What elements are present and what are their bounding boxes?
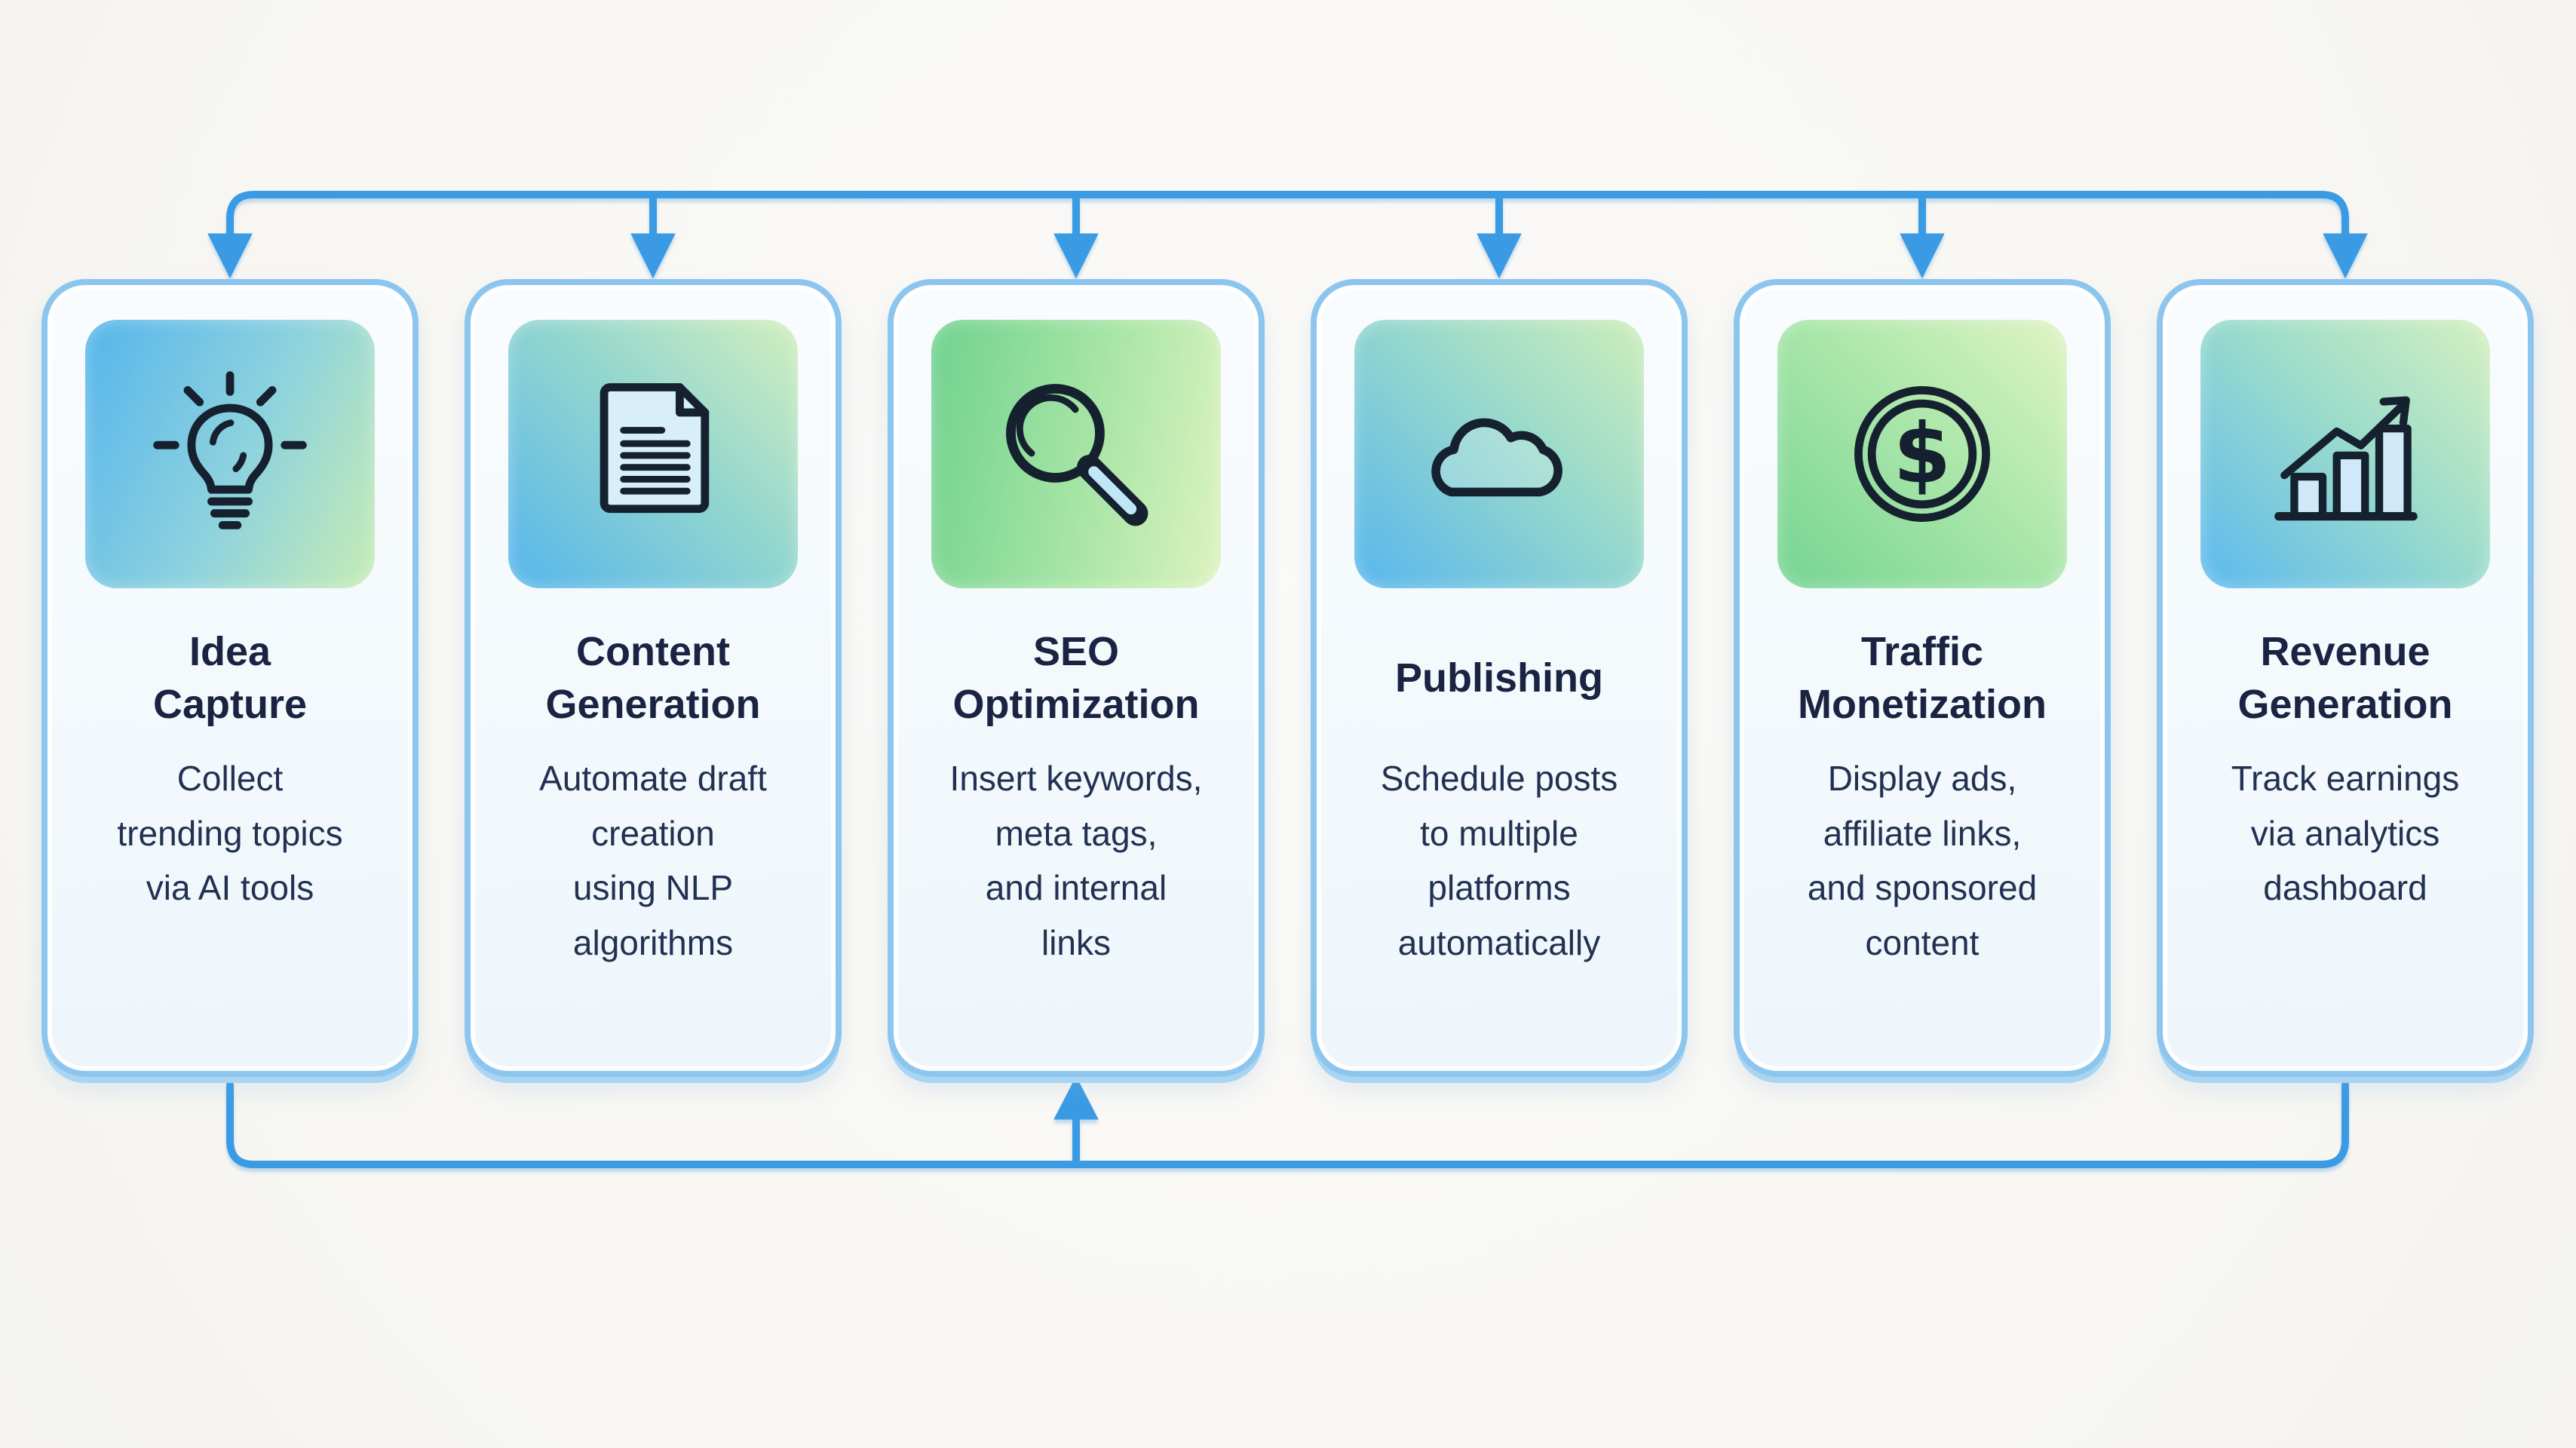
icon-tile: [85, 320, 375, 588]
top-connector-rail: [226, 191, 2349, 239]
magnifier-icon: [1006, 384, 1148, 526]
icon-tile: [508, 320, 798, 588]
dollar-coin-icon: $: [1854, 386, 1990, 522]
down-arrowhead: [1477, 233, 1522, 279]
card-seo-optimization: SEO Optimization Insert keywords, meta t…: [888, 279, 1265, 1077]
card-title: Publishing: [1395, 655, 1603, 701]
down-arrowhead: [2323, 233, 2368, 279]
card-publishing: Publishing Schedule posts to multiple pl…: [1311, 279, 1688, 1077]
down-arrowhead: [1053, 233, 1099, 279]
card-title: SEO Optimization: [952, 628, 1200, 727]
document-icon: [600, 383, 710, 514]
card-description: Collect trending topics via AI tools: [117, 759, 343, 908]
card-description: Track earnings via analytics dashboard: [2231, 759, 2460, 908]
card-title: Revenue Generation: [2237, 628, 2453, 727]
down-arrowhead: [630, 233, 676, 279]
card-revenue-generation: Revenue Generation Track earnings via an…: [2157, 279, 2534, 1077]
down-arrowhead: [207, 233, 253, 279]
cloud-icon: [1431, 418, 1562, 497]
up-arrowhead: [1053, 1075, 1099, 1120]
card-content-generation: Content Generation Automate draft creati…: [465, 279, 842, 1077]
card-title: Content Generation: [545, 628, 761, 727]
down-arrowhead: [1900, 233, 1945, 279]
card-description: Insert keywords, meta tags, and internal…: [949, 759, 1203, 963]
card-description: Automate draft creation using NLP algori…: [539, 759, 767, 963]
icon-tile: [931, 320, 1221, 588]
card-description: Schedule posts to multiple platforms aut…: [1380, 759, 1618, 963]
card-description: Display ads, affiliate links, and sponso…: [1807, 759, 2038, 963]
icon-tile: $: [1777, 320, 2067, 588]
analytics-chart-icon: [2274, 396, 2418, 521]
card-title: Idea Capture: [152, 628, 308, 727]
card-traffic-monetization: $ Traffic Monetization Display ads, affi…: [1734, 279, 2111, 1077]
card-title: Traffic Monetization: [1798, 628, 2047, 727]
card-idea-capture: Idea Capture Collect trending topics via…: [41, 279, 419, 1077]
lightbulb-icon: [153, 371, 307, 529]
top-connector-stems: [649, 191, 1926, 241]
icon-tile: [1354, 320, 1644, 588]
svg-text:$: $: [1894, 405, 1952, 502]
icon-tile: [2200, 320, 2490, 588]
bottom-connector-rail: [226, 1081, 2349, 1168]
